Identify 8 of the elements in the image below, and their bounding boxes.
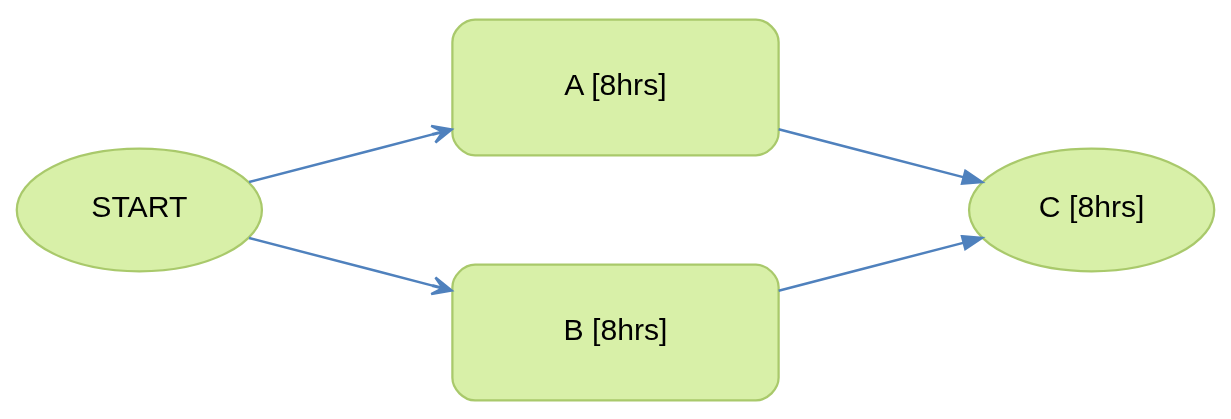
node-ellipse: START: [15, 147, 264, 272]
node-box: A [8hrs]: [451, 17, 780, 156]
arrow: [778, 127, 986, 185]
arrow: [248, 124, 453, 183]
node-box: B [8hrs]: [451, 263, 780, 402]
arrow: [778, 234, 986, 292]
node-ellipse: C [8hrs]: [967, 147, 1216, 272]
arrow: [248, 236, 453, 295]
